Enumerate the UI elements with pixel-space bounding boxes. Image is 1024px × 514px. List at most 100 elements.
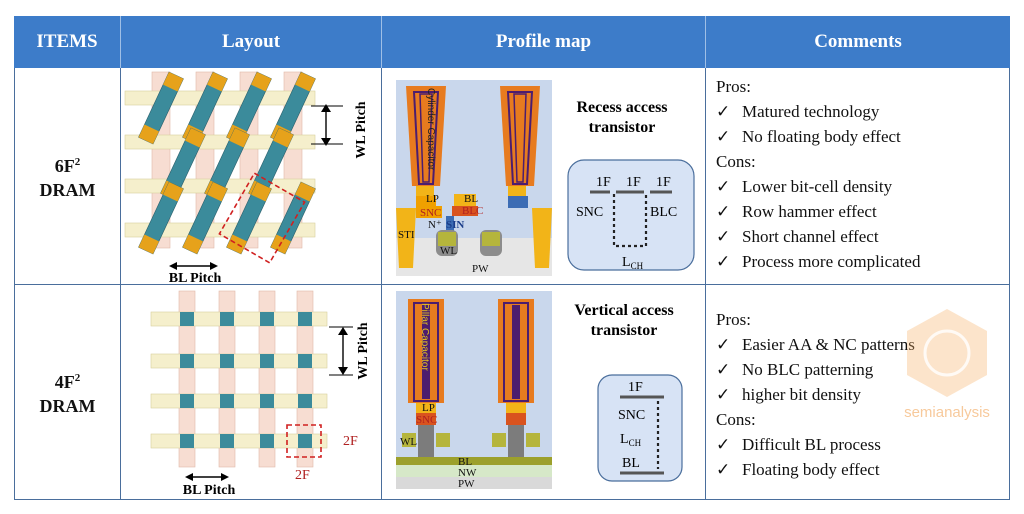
storage-node-contact	[163, 71, 184, 92]
arrow-head-icon	[338, 327, 348, 335]
svg-text:PW: PW	[458, 478, 475, 490]
layout-6f2-diagram: WL Pitch BL Pitch	[124, 71, 369, 286]
vertical-channel-cell	[260, 312, 274, 326]
item-subtitle: DRAM	[39, 180, 96, 200]
vertical-channel-cell	[180, 312, 194, 326]
svg-text:LCH: LCH	[620, 432, 642, 448]
storage-node-contact	[207, 71, 228, 92]
vertical-channel-cell	[220, 354, 234, 368]
svg-text:LCH: LCH	[622, 255, 644, 271]
svg-text:SNC: SNC	[420, 207, 441, 219]
unit-cell-marker	[218, 172, 306, 264]
nw-layer	[396, 465, 552, 477]
word-line	[150, 311, 328, 327]
watermark-text: semianalysis	[904, 404, 990, 421]
recess-inset	[567, 159, 695, 271]
svg-text:BLC: BLC	[650, 205, 677, 220]
vertical-channel-cell	[260, 354, 274, 368]
vertical-channel-cell	[298, 434, 312, 448]
row-6f2-comments: Pros: ✓Matured technology ✓No floating b…	[706, 68, 1010, 285]
storage-node-contact	[138, 124, 159, 145]
storage-node-contact	[182, 234, 203, 255]
header-layout: Layout	[121, 16, 382, 68]
svg-text:WL: WL	[440, 245, 457, 257]
con-item: ✓Floating body effect	[716, 457, 1009, 482]
arrow-head-icon	[210, 262, 218, 270]
storage-node-contact	[229, 127, 250, 148]
svg-text:SNC: SNC	[416, 414, 437, 426]
storage-node-contact	[163, 181, 184, 202]
vertical-channel-cell	[298, 394, 312, 408]
wl-pitch-label: WL Pitch	[354, 101, 369, 158]
inset-labels: 1F SNC LCH BL	[618, 380, 645, 471]
storage-node-contact	[295, 181, 316, 202]
pro-item: ✓higher bit density	[716, 382, 1009, 407]
active-area	[138, 71, 184, 145]
svg-text:SIN: SIN	[446, 219, 464, 231]
arrow-head-icon	[321, 104, 331, 112]
con-item: ✓Short channel effect	[716, 224, 1009, 249]
logo-hexagon-icon	[907, 309, 987, 397]
check-icon: ✓	[716, 102, 731, 121]
pro-item: ✓No floating body effect	[716, 124, 1009, 149]
pro-item: ✓Matured technology	[716, 99, 1009, 124]
transistor-title-line2: transistor	[591, 322, 658, 339]
bl-pitch-label: BL Pitch	[183, 483, 236, 498]
well-region	[396, 238, 552, 276]
svg-text:SNC: SNC	[618, 408, 645, 423]
vertical-channel-cell	[298, 312, 312, 326]
active-area	[138, 181, 184, 255]
storage-node-contact	[185, 127, 206, 148]
bl-contact	[454, 194, 476, 206]
channel-path	[612, 194, 648, 248]
bit-line	[258, 290, 276, 468]
row-4f2-layout: 2F 2F WL Pitch BL Pitch	[121, 285, 382, 500]
svg-text:BLC: BLC	[462, 205, 483, 217]
inset-labels: 1F 1F 1F SNC BLC LCH	[576, 175, 677, 271]
bit-line	[218, 290, 236, 468]
svg-text:1F: 1F	[626, 175, 641, 190]
profile-labels: LP SNC WL BL NW PW	[400, 402, 477, 490]
svg-text:WL: WL	[400, 436, 417, 448]
vertical-channel-cell	[260, 394, 274, 408]
con-item: ✓Lower bit-cell density	[716, 174, 1009, 199]
cons-label: Cons:	[716, 410, 756, 429]
svg-text:BL: BL	[622, 456, 640, 471]
wl-pitch-label: WL Pitch	[356, 322, 371, 379]
check-icon: ✓	[716, 177, 731, 196]
semianalysis-logo: semianalysis	[904, 309, 990, 421]
header-profile-map: Profile map	[382, 16, 706, 68]
pro-item: ✓No BLC patterning	[716, 357, 1009, 382]
transistor-title-line1: Vertical access	[574, 302, 673, 319]
item-title: 6F2	[54, 156, 81, 176]
word-line	[150, 353, 328, 369]
check-icon: ✓	[716, 385, 731, 404]
storage-node-contact	[226, 234, 247, 255]
storage-node-contact	[251, 181, 272, 202]
svg-text:N⁺: N⁺	[428, 219, 442, 231]
svg-text:STI: STI	[398, 229, 415, 241]
bit-line	[178, 290, 196, 468]
arrow-head-icon	[185, 473, 193, 481]
profile-4f2-diagram: Pillar Capacitor LP SNC WL BL NW PW Vert…	[396, 291, 683, 490]
sti-right	[532, 208, 552, 268]
wl-gate	[402, 433, 416, 447]
check-icon: ✓	[716, 127, 731, 146]
vertical-channel-cell	[220, 312, 234, 326]
word-line	[150, 433, 328, 449]
active-area	[182, 181, 228, 255]
vertical-inset	[597, 374, 683, 482]
check-icon: ✓	[716, 335, 731, 354]
con-item: ✓Difficult BL process	[716, 432, 1009, 457]
comparison-table: ITEMS Layout Profile map Comments 6F2 DR…	[14, 16, 1010, 500]
storage-node-contact	[207, 181, 228, 202]
cylinder-capacitor-right	[500, 86, 540, 186]
dim-label-a: 2F	[343, 434, 358, 449]
storage-node-contact	[295, 71, 316, 92]
pro-item: ✓Easier AA & NC patterns	[716, 332, 1009, 357]
np-region	[416, 206, 442, 218]
unit-cell-marker	[286, 424, 322, 458]
svg-text:1F: 1F	[628, 380, 643, 395]
profile-labels: LP SNC N⁺ SIN STI WL BL BLC PW	[398, 193, 489, 275]
capacitor-label: Cylinder Capacitor	[425, 88, 436, 171]
